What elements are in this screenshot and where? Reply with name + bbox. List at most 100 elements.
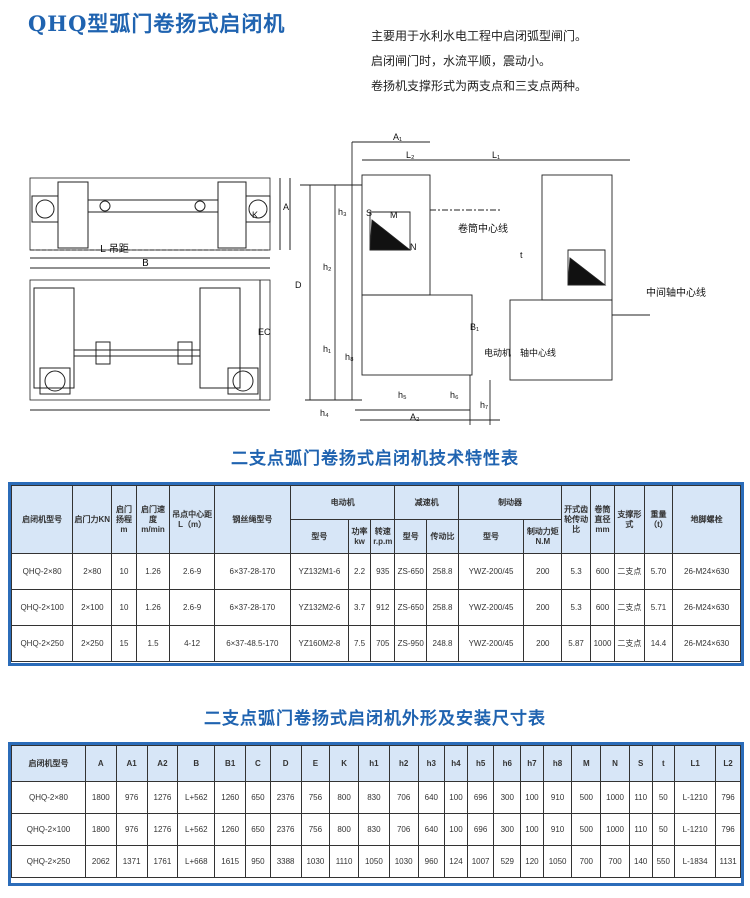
th-motor: 电动机 xyxy=(289,485,396,520)
table-cell: 910 xyxy=(542,813,573,846)
table-cell: 1131 xyxy=(715,845,741,878)
table-cell: 6×37-28-170 xyxy=(213,589,291,626)
table-cell: 2.2 xyxy=(347,553,372,590)
drawing-label-h3: h₃ xyxy=(338,207,347,217)
table-cell: 124 xyxy=(444,845,468,878)
table-header-cell: h4 xyxy=(444,745,468,782)
table-cell: QHQ-2×250 xyxy=(10,625,74,662)
table-cell: YZ132M2-6 xyxy=(289,589,349,626)
table-cell: 100 xyxy=(520,781,544,814)
table-cell: 696 xyxy=(466,781,495,814)
table-cell: 2×80 xyxy=(72,553,113,590)
table-cell: 248.8 xyxy=(426,625,459,662)
description-line: 卷扬机支撑形式为两支点和三支点两种。 xyxy=(371,79,588,93)
table-header-cell: h3 xyxy=(417,745,446,782)
table-cell: 2.6-9 xyxy=(169,589,215,626)
th-span: 吊点中心距L（m） xyxy=(169,485,215,554)
drawing-label-B: B xyxy=(142,258,149,269)
table-cell: ZS-650 xyxy=(394,589,428,626)
th-brake-model: 型号 xyxy=(457,519,525,554)
table-cell: 1.26 xyxy=(135,589,171,626)
table-cell: 258.8 xyxy=(426,553,459,590)
table-cell: 2×250 xyxy=(72,625,113,662)
description-line: 启闭闸门时，水流平顺，震动小。 xyxy=(371,54,552,68)
table-cell: 26-M24×630 xyxy=(672,589,741,626)
drawing-label-h1: h₁ xyxy=(323,344,331,354)
table-cell: 50 xyxy=(651,781,676,814)
section-view xyxy=(300,141,650,425)
drawing-label-E: E xyxy=(258,327,264,337)
table1-title: 二支点弧门卷扬式启闭机技术特性表 xyxy=(231,449,519,469)
th-force: 启门力KN xyxy=(72,485,113,554)
table-cell: 140 xyxy=(628,845,653,878)
table-cell: L+562 xyxy=(177,781,216,814)
th-support: 支撑形式 xyxy=(614,485,645,554)
table-cell: 500 xyxy=(571,781,602,814)
table-cell: YWZ-200/45 xyxy=(457,553,525,590)
drawing-label-h2: h₂ xyxy=(323,262,332,272)
table-cell: 1260 xyxy=(214,781,247,814)
th-reducer-model: 型号 xyxy=(394,519,428,554)
table-cell: 650 xyxy=(245,781,271,814)
table-cell: 1030 xyxy=(388,845,419,878)
drawing-label-M: M xyxy=(390,210,398,220)
drawing-label-h6: h₆ xyxy=(450,390,459,400)
table-cell: 5.3 xyxy=(561,553,591,590)
table-cell: QHQ-2×100 xyxy=(11,813,86,846)
th-brake: 制动器 xyxy=(457,485,563,520)
table-cell: 5.70 xyxy=(643,553,674,590)
table-cell: 912 xyxy=(370,589,396,626)
table-cell: 110 xyxy=(628,813,653,846)
table-cell: ZS-650 xyxy=(394,553,428,590)
table-cell: 910 xyxy=(542,781,573,814)
table-cell: 830 xyxy=(357,813,390,846)
table-cell: 10 xyxy=(111,553,137,590)
table-header-cell: N xyxy=(600,745,630,782)
table-cell: 二支点 xyxy=(614,589,645,626)
table-cell: YWZ-200/45 xyxy=(457,625,525,662)
table-header-cell: h8 xyxy=(542,745,573,782)
table-cell: 640 xyxy=(417,813,446,846)
table-cell: 120 xyxy=(520,845,544,878)
drawing-label-h8: h₈ xyxy=(345,352,354,362)
th-model: 启闭机型号 xyxy=(10,485,74,554)
table-header-cell: E xyxy=(300,745,331,782)
table-cell: 1276 xyxy=(146,781,179,814)
drawing-label-span: L 吊距 xyxy=(100,243,129,255)
table-cell: L-1834 xyxy=(674,845,717,878)
table-cell: 976 xyxy=(115,781,148,814)
table-cell: ZS-950 xyxy=(394,625,428,662)
table-cell: 3388 xyxy=(269,845,302,878)
table-cell: 1371 xyxy=(115,845,148,878)
drawing-label-motor-axis: 轴中心线 xyxy=(520,347,556,358)
table-cell: 1260 xyxy=(214,813,247,846)
table-cell: 1050 xyxy=(542,845,573,878)
table-cell: 7.5 xyxy=(347,625,372,662)
table-cell: 110 xyxy=(628,781,653,814)
table-cell: 500 xyxy=(571,813,602,846)
th-lift: 启门扬程m xyxy=(111,485,137,554)
table-cell: 1800 xyxy=(84,813,117,846)
table-cell: 600 xyxy=(589,589,616,626)
th-gear-ratio: 开式齿轮传动比 xyxy=(561,485,591,554)
table2-frame xyxy=(8,742,744,886)
table-cell: 830 xyxy=(357,781,390,814)
table-header-cell: h6 xyxy=(493,745,522,782)
table-cell: 700 xyxy=(600,845,630,878)
th-rope: 钢丝绳型号 xyxy=(213,485,291,554)
table-cell: 1761 xyxy=(146,845,179,878)
table-cell: 976 xyxy=(115,813,148,846)
drawing-label-L1: L₁ xyxy=(492,150,500,160)
plan-view xyxy=(29,279,271,411)
table-cell: 1030 xyxy=(300,845,331,878)
table-cell: 5.87 xyxy=(561,625,591,662)
table-cell: 550 xyxy=(651,845,676,878)
table-cell: 1050 xyxy=(357,845,390,878)
